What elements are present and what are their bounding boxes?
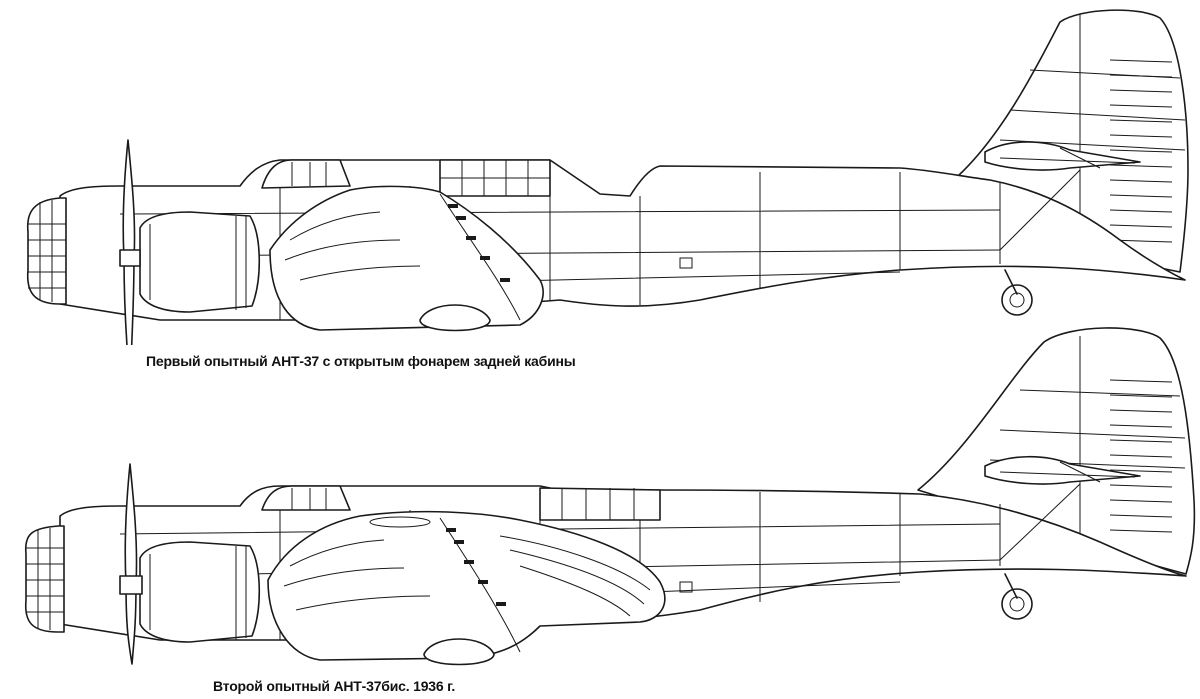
rear-canopy xyxy=(539,487,661,521)
front-canopy xyxy=(261,485,351,511)
aircraft-side-view-first-prototype xyxy=(0,0,1200,345)
rudder-rib-marks xyxy=(1109,59,1173,243)
front-canopy xyxy=(261,159,351,189)
main-wheel xyxy=(419,304,491,332)
horizontal-stabilizer xyxy=(984,141,1141,171)
aircraft-side-view-second-prototype xyxy=(0,320,1200,699)
engine-nacelle xyxy=(139,211,261,313)
wing-hinge-marks xyxy=(448,204,510,282)
rudder-rib-marks xyxy=(1109,379,1173,533)
tail-fin xyxy=(917,327,1196,575)
horizontal-stabilizer xyxy=(984,455,1141,485)
wing-root-fairing xyxy=(267,510,666,661)
engine-nacelle xyxy=(139,541,261,643)
tail-wheel xyxy=(1001,588,1033,620)
propeller xyxy=(124,463,138,665)
wing-hinge-marks xyxy=(446,528,506,606)
propeller xyxy=(122,139,136,345)
caption-second-prototype: Второй опытный АНТ-37бис. 1936 г. xyxy=(213,678,456,694)
tail-wheel xyxy=(1001,284,1033,316)
caption-first-prototype: Первый опытный АНТ-37 с открытым фонарем… xyxy=(146,353,576,369)
main-wheel xyxy=(423,638,495,666)
nose-glazing xyxy=(24,525,65,633)
wing-root-fairing xyxy=(269,185,544,331)
